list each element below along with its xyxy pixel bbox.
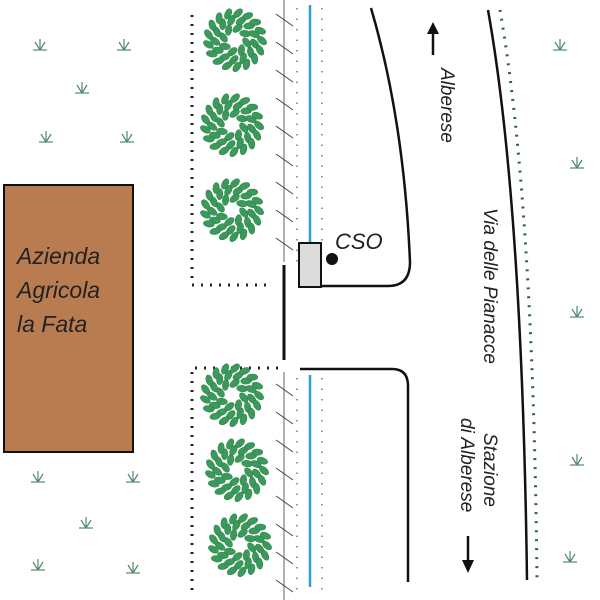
fence-hatch [275, 237, 294, 251]
fence-hatch [275, 41, 294, 55]
grass-icon [79, 517, 93, 529]
lower-plot-boundary [190, 366, 282, 590]
tree-icon [205, 438, 269, 502]
fence-hatch [275, 181, 294, 195]
farm-label-line1: Azienda [15, 243, 100, 269]
fence-hatch [275, 383, 294, 397]
tree-icon [200, 363, 264, 427]
fence-hatch [275, 125, 294, 139]
grass-icon [39, 131, 53, 143]
fence-hatch [275, 209, 294, 223]
grass-icon [75, 82, 89, 94]
grass-icon [563, 551, 577, 563]
grass-symbols [31, 39, 584, 574]
plot-boundaries [190, 15, 282, 590]
fence-hatch [275, 467, 294, 481]
fence-hatch [275, 551, 294, 565]
grass-icon [570, 454, 584, 466]
fence-hatch [275, 69, 294, 83]
grass-icon [126, 562, 140, 574]
fence-hatch [275, 523, 294, 537]
tree-icon [200, 178, 264, 242]
grass-icon [570, 157, 584, 169]
direction-north-label: Alberese [436, 67, 457, 143]
grass-icon [33, 39, 47, 51]
direction-south-label-line2: di Alberese [456, 418, 477, 512]
grass-icon [117, 39, 131, 51]
tree-icon [200, 93, 264, 157]
fence-hatch [275, 153, 294, 167]
cso-outlet-point [326, 253, 338, 265]
access-road-lower-edge [300, 367, 410, 582]
grass-icon [126, 471, 140, 483]
fence-hatch [275, 13, 294, 27]
tree-icon [208, 513, 272, 577]
grass-icon [31, 559, 45, 571]
direction-south-label-line1: Stazione [479, 433, 500, 507]
grass-icon [553, 39, 567, 51]
fence-hatch [275, 439, 294, 453]
channel-edges [296, 8, 323, 590]
farm-building [3, 184, 134, 453]
grass-icon [120, 131, 134, 143]
farm-label-line2: Agricola [15, 277, 100, 303]
fence [275, 0, 294, 600]
grass-icon [570, 306, 584, 318]
farm-label-line3: la Fata [17, 311, 87, 337]
fence-hatch [275, 579, 294, 593]
fence-hatch [275, 495, 294, 509]
arrow-up-icon [427, 22, 439, 55]
road-edges [300, 7, 529, 582]
access-road-upper-edge [322, 7, 412, 288]
cso-label: CSO [335, 229, 383, 254]
tree-icon [203, 8, 267, 72]
road-name-label: Via delle Pianacce [479, 208, 500, 364]
upper-plot-boundary [190, 15, 272, 287]
main-road-edge [486, 9, 529, 581]
fence-hatch [275, 97, 294, 111]
fence-hatch [275, 411, 294, 425]
cso-chamber [298, 242, 322, 288]
grass-icon [31, 471, 45, 483]
trees [200, 8, 272, 577]
arrow-down-icon [462, 536, 474, 573]
